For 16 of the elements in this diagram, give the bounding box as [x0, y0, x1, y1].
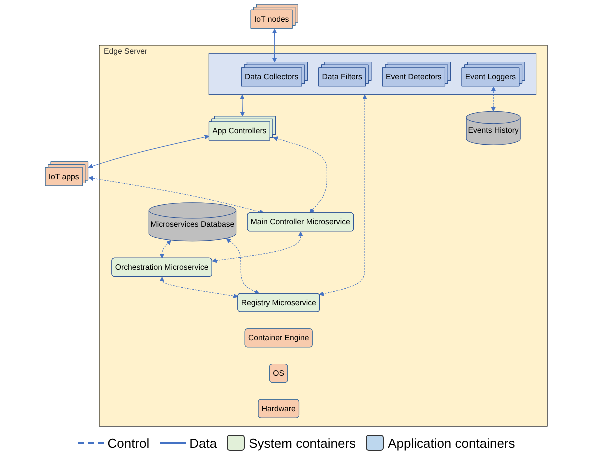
legend-label: Control [108, 436, 150, 450]
arrow [160, 240, 172, 259]
legend-label: Data [190, 436, 218, 450]
arrow [272, 28, 278, 63]
arrow [88, 134, 210, 169]
legend-label: Application containers [388, 436, 516, 450]
arrow [88, 176, 264, 214]
legend-label: System containers [249, 436, 356, 450]
arrow [240, 94, 246, 117]
arrow [491, 86, 496, 112]
arrow [212, 232, 304, 264]
arrow [273, 136, 328, 214]
cluster [208, 54, 537, 96]
arrow [319, 94, 368, 296]
arrow [160, 277, 238, 299]
arrow [226, 238, 260, 294]
